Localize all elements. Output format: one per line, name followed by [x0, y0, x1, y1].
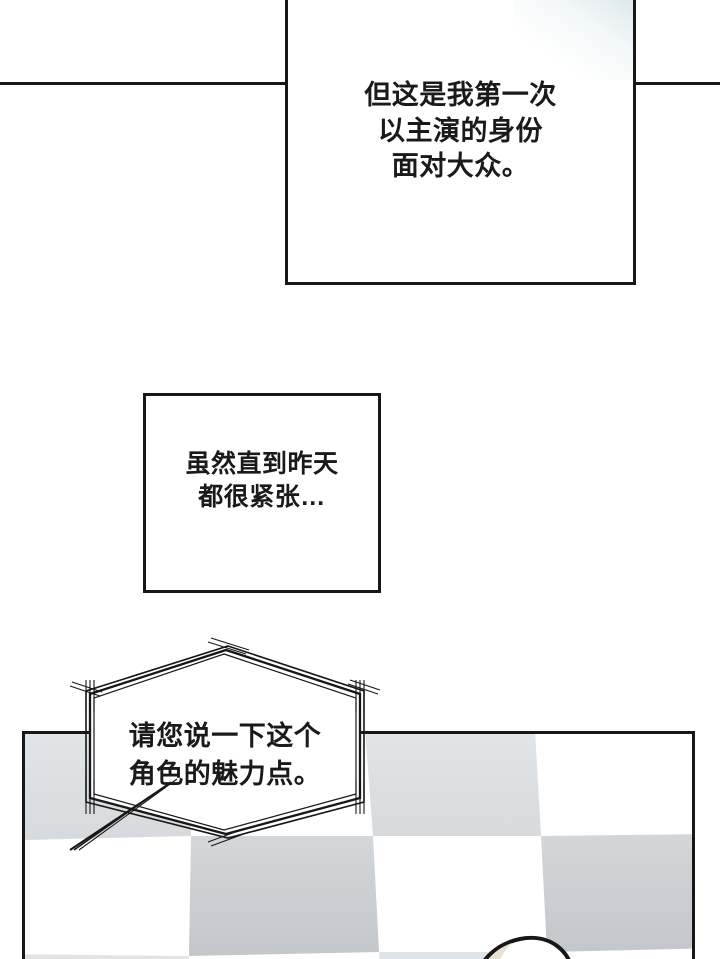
checker-row-mid [189, 834, 692, 956]
gutter-rule-right [634, 82, 720, 85]
balloon-tail [69, 778, 178, 851]
panel-middle-narration-text: 虽然直到昨天 都很紧张… [185, 450, 339, 511]
gutter-rule-left [0, 82, 287, 85]
panel-upper-narration-text: 但这是我第一次 以主演的身份 面对大众。 [364, 80, 557, 182]
balloon-hexagon-dialogue [69, 637, 381, 851]
balloon-fill [90, 650, 360, 834]
panel-corner-tint [513, 0, 633, 80]
panel-middle-narration [143, 393, 381, 593]
balloon-hexagon-text: 请您说一下这个 角色的魅力点。 [128, 721, 322, 790]
balloon-overshoot-hatching [69, 637, 381, 847]
head-top-shape [483, 935, 571, 959]
